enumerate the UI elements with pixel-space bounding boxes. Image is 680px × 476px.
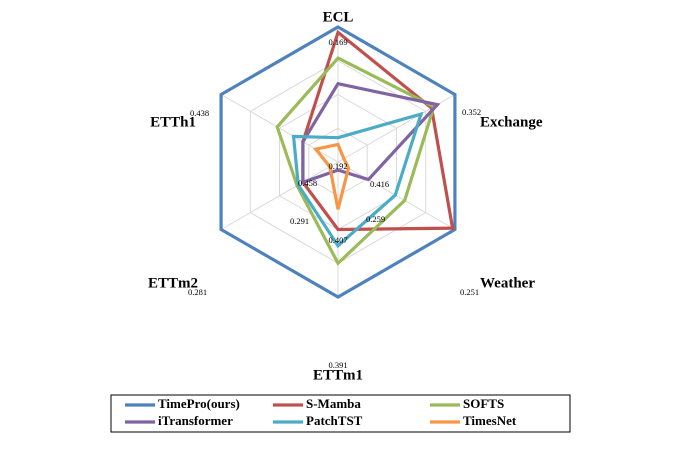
inner-tick-exchange: 0.416 xyxy=(370,179,389,189)
legend-label-softs: SOFTS xyxy=(463,396,504,411)
axis-labels: ECL0.1690.192Exchange0.3520.416Weather0.… xyxy=(148,9,543,383)
grid-spoke-ettm2 xyxy=(220,161,339,230)
legend-label-timesnet: TimesNet xyxy=(463,413,517,428)
inner-tick-weather: 0.259 xyxy=(366,214,385,224)
legend-box xyxy=(110,394,571,433)
inner-tick-ecl: 0.192 xyxy=(328,161,347,171)
outer-tick-ettm2: 0.281 xyxy=(188,287,207,297)
inner-tick-etth1: 0.458 xyxy=(298,178,317,188)
series-itransformer xyxy=(301,81,441,185)
legend-label-timepro-ours: TimePro(ours) xyxy=(158,396,240,411)
series-timepro-ours xyxy=(219,25,457,299)
axis-label-weather: Weather xyxy=(480,275,535,291)
series-layer xyxy=(219,25,457,299)
outer-tick-ettm1: 0.391 xyxy=(328,360,347,370)
legend-label-patchtst: PatchTST xyxy=(306,413,363,428)
outer-tick-exchange: 0.352 xyxy=(462,107,481,117)
inner-tick-ettm1: 0.407 xyxy=(328,235,347,245)
outer-tick-weather: 0.251 xyxy=(460,287,479,297)
axis-label-ecl: ECL xyxy=(323,9,354,25)
series-s-mamba xyxy=(301,29,455,232)
series-timesnet xyxy=(312,142,351,210)
axis-label-ettm1: ETTm1 xyxy=(313,367,363,383)
series-patchtst xyxy=(291,111,424,249)
inner-tick-ettm2: 0.291 xyxy=(290,216,309,226)
legend: TimePro(ours) S-Mamba SOFTS iTransformer Pat… xyxy=(110,394,571,433)
axis-label-ettm2: ETTm2 xyxy=(148,275,198,291)
outer-tick-etth1: 0.438 xyxy=(190,108,209,118)
outer-tick-ecl: 0.169 xyxy=(328,37,347,47)
legend-label-itransformer: iTransformer xyxy=(158,413,233,428)
axis-label-exchange: Exchange xyxy=(480,114,543,130)
legend-label-s-mamba: S-Mamba xyxy=(306,396,361,411)
axis-label-etth1: ETTh1 xyxy=(150,114,196,130)
